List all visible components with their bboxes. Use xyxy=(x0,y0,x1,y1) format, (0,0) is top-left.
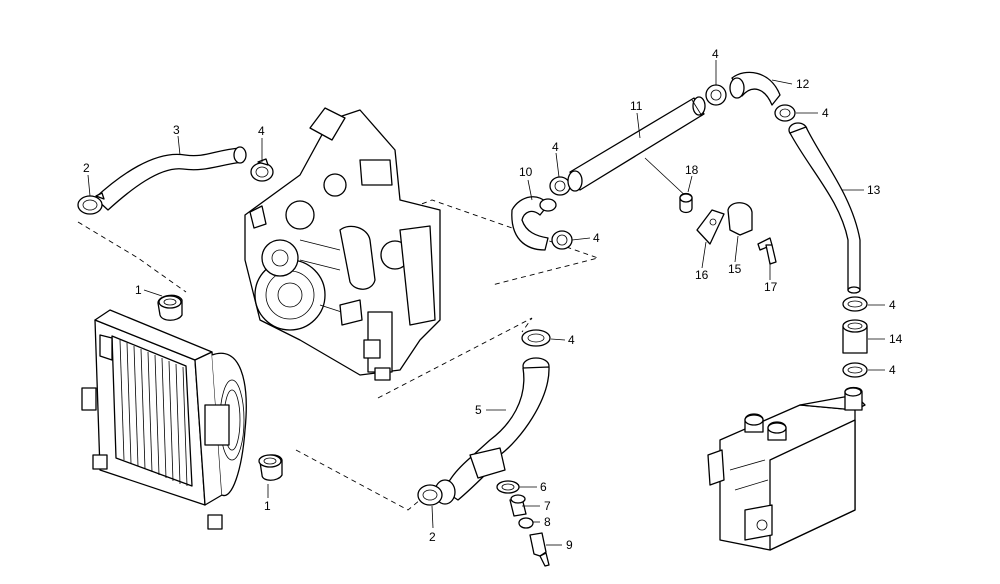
hose-12 xyxy=(729,71,781,106)
callout-8: 8 xyxy=(544,515,551,529)
clamp-2-bottom xyxy=(417,484,443,506)
pipe-11 xyxy=(567,96,706,192)
expansion-tank xyxy=(707,386,866,551)
clamp-4-e xyxy=(705,84,727,106)
hose-5 xyxy=(434,357,550,505)
fitting-1-bottom xyxy=(258,454,283,481)
callout-4-a: 4 xyxy=(258,124,265,138)
hose-10 xyxy=(511,196,557,251)
callout-14: 14 xyxy=(889,332,903,346)
callout-1-top: 1 xyxy=(135,283,142,297)
callout-9: 9 xyxy=(566,538,573,552)
leader-lines xyxy=(87,60,885,546)
callout-11: 11 xyxy=(630,99,643,113)
callout-4-c: 4 xyxy=(712,47,719,61)
clamp-4-f xyxy=(774,104,796,122)
callout-6: 6 xyxy=(540,480,547,494)
callout-18: 18 xyxy=(685,163,699,177)
fitting-1-top xyxy=(157,294,183,321)
callout-4-b: 4 xyxy=(552,140,559,154)
callout-3: 3 xyxy=(173,123,180,137)
callout-4-h: 4 xyxy=(889,363,896,377)
clamp-4-g xyxy=(842,296,868,312)
callout-13: 13 xyxy=(867,183,881,197)
pipe-13 xyxy=(788,122,861,294)
clamp-4-a xyxy=(250,158,274,182)
callout-7: 7 xyxy=(544,499,551,513)
callout-12: 12 xyxy=(796,77,810,91)
callout-16: 16 xyxy=(695,268,709,282)
hose-3 xyxy=(94,146,247,211)
callout-5: 5 xyxy=(475,403,482,417)
engine xyxy=(244,107,441,381)
callout-4-f: 4 xyxy=(568,333,575,347)
clamp-4-h xyxy=(842,362,868,378)
callout-2-top: 2 xyxy=(83,161,90,175)
callout-2-bottom: 2 xyxy=(429,530,436,544)
callout-1-bottom: 1 xyxy=(264,499,271,513)
callout-4-d: 4 xyxy=(593,231,600,245)
clamp-2-top xyxy=(77,192,105,215)
clamp-4-b xyxy=(521,329,551,347)
sleeve-14 xyxy=(842,319,868,354)
radiator xyxy=(81,309,247,530)
callout-10: 10 xyxy=(519,165,533,179)
callout-17: 17 xyxy=(764,280,778,294)
callout-labels: 1 1 2 2 3 4 4 4 4 4 4 4 4 5 6 7 8 9 10 1… xyxy=(83,47,903,552)
clamp-4-d xyxy=(551,230,573,250)
callout-4-g: 4 xyxy=(889,298,896,312)
bracket-parts xyxy=(644,157,777,265)
callout-4-e: 4 xyxy=(822,106,829,120)
clamp-4-c xyxy=(549,176,571,196)
callout-15: 15 xyxy=(728,262,742,276)
